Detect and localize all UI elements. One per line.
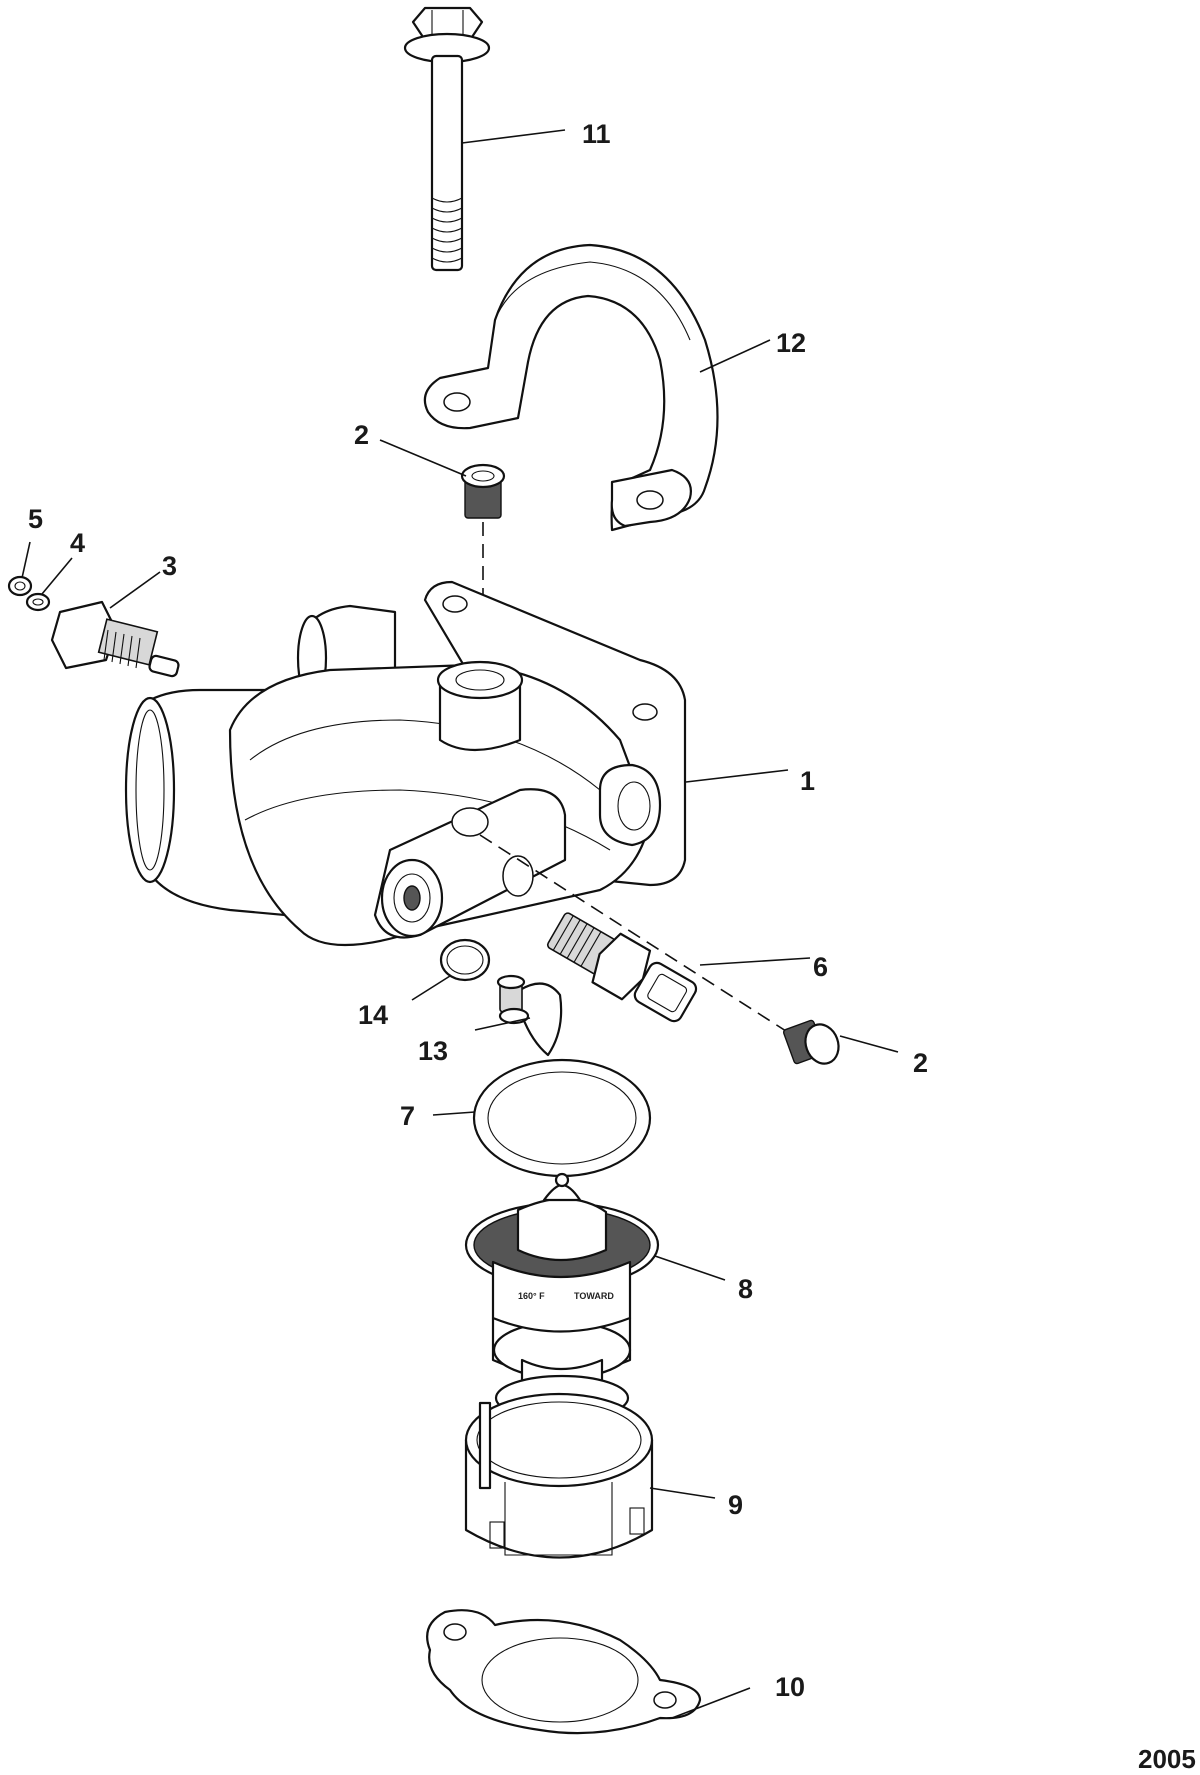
part-2-plug-top (460, 463, 506, 519)
part-2-plug-right (782, 1019, 840, 1065)
callout-10: 10 (775, 1672, 805, 1702)
part-12-bracket (423, 243, 719, 532)
part-7-seal-ring (472, 1058, 652, 1178)
thermostat-direction-stamp: TOWARD (574, 1291, 614, 1301)
part-8-thermostat: 160° F TOWARD (464, 1172, 660, 1422)
callout-6: 6 (813, 952, 828, 982)
figure-number: 2005 (1138, 1744, 1196, 1774)
part-3-sender (50, 600, 180, 678)
callout-labels: 11 12 2 5 4 3 1 6 2 14 13 7 8 9 10 (28, 119, 928, 1702)
callout-7: 7 (400, 1101, 415, 1131)
callout-14: 14 (358, 1000, 388, 1030)
part-11-bolt (403, 6, 491, 272)
callout-5: 5 (28, 504, 43, 534)
callout-4: 4 (70, 528, 85, 558)
part-5-nut (7, 575, 33, 597)
thermostat-temp-stamp: 160° F (518, 1291, 545, 1301)
callout-3: 3 (162, 551, 177, 581)
part-1-thermostat-housing (124, 580, 687, 947)
part-9-sleeve (464, 1392, 654, 1559)
callout-2-right: 2 (913, 1048, 928, 1078)
leader-lines (21, 129, 899, 1719)
callout-1: 1 (800, 766, 815, 796)
part-10-gasket (426, 1609, 702, 1735)
callout-11: 11 (582, 119, 611, 149)
callout-9: 9 (728, 1490, 743, 1520)
callout-12: 12 (776, 328, 806, 358)
part-4-washer (25, 592, 51, 612)
part-14-o-ring (439, 938, 491, 982)
callout-2-top: 2 (354, 420, 369, 450)
part-6-temperature-sender (546, 912, 698, 1023)
part-13-valve (496, 974, 563, 1057)
callout-8: 8 (738, 1274, 753, 1304)
callout-13: 13 (418, 1036, 448, 1066)
